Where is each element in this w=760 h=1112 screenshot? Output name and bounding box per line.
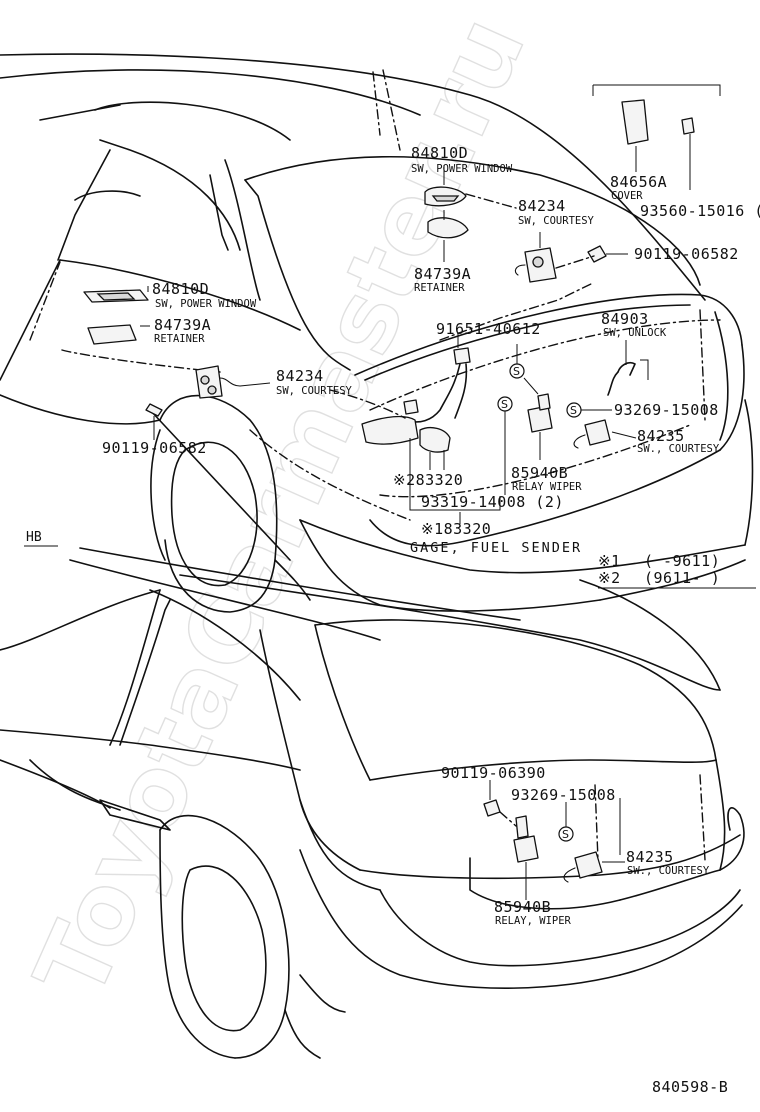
part-number: 84903	[601, 310, 649, 328]
courtesy-switch-84235-top	[584, 419, 611, 446]
part-number: 84234	[276, 367, 324, 385]
part-desc: RELAY WIPER	[512, 481, 582, 493]
part-number: 84235	[637, 427, 685, 445]
bottom-parts: S	[483, 799, 603, 883]
part-number: 84810D	[152, 280, 209, 298]
part-number: ※283320	[393, 471, 463, 489]
screw-93560	[681, 117, 695, 135]
part-desc: SW., COURTESY	[637, 443, 720, 455]
bolt-bottom	[483, 799, 501, 817]
part-desc: SW, POWER WINDOW	[155, 298, 257, 310]
retainer-left	[87, 324, 137, 345]
part-number: 85940B	[511, 464, 568, 482]
part-number: 84739A	[414, 265, 471, 283]
footnote-mark: ※2	[598, 569, 621, 587]
part-number: 85940B	[494, 898, 551, 916]
footnote-range: ( -9611)	[644, 552, 720, 570]
top-labels: 84810D SW, POWER WINDOW 84234 SW, COURTE…	[102, 144, 760, 556]
courtesy-switch-84235-bottom	[574, 851, 603, 879]
part-number: 84234	[518, 197, 566, 215]
part-desc: GAGE, FUEL SENDER	[410, 540, 582, 556]
part-number: 84810D	[411, 144, 468, 162]
svg-text:HB: HB	[26, 530, 42, 545]
part-desc: SW, COURTESY	[518, 215, 595, 227]
fuel-sender-gauge	[361, 415, 419, 445]
part-desc: RETAINER	[414, 282, 465, 294]
part-desc: COVER	[611, 190, 643, 202]
top-car-body	[0, 53, 754, 613]
top-leaders	[140, 84, 721, 524]
svg-text:S: S	[513, 365, 520, 378]
svg-text:S: S	[562, 828, 569, 841]
bolt-left	[145, 403, 163, 417]
footnote-mark: ※1	[598, 552, 621, 570]
part-desc: SW, UNLOCK	[603, 327, 667, 339]
cover-84656a	[621, 99, 649, 145]
part-number: 90119-06582	[102, 439, 207, 457]
svg-text:S: S	[501, 398, 508, 411]
part-number: 90119-06582	[634, 245, 739, 263]
relay-wiper-bottom	[513, 835, 539, 863]
part-number: 93319-14008 (2)	[421, 493, 564, 511]
harness-connector	[453, 347, 471, 365]
s-symbol: S	[509, 363, 525, 379]
part-number: 84235	[626, 848, 674, 866]
top-parts: S S S	[83, 99, 695, 453]
part-number: 91651-40612	[436, 320, 541, 338]
s-symbol: S	[566, 402, 582, 418]
figure-reference: 840598-B	[652, 1078, 728, 1096]
part-desc: SW, COURTESY	[276, 385, 353, 397]
part-desc: SW., COURTESY	[627, 865, 710, 877]
s-symbol: S	[558, 826, 574, 842]
s-symbol: S	[497, 396, 513, 412]
part-number: 84739A	[154, 316, 211, 334]
bottom-car-body	[0, 547, 745, 1059]
part-desc: RELAY, WIPER	[495, 915, 572, 927]
part-number: 93269-15008	[614, 401, 719, 419]
bottom-leaders	[489, 780, 625, 900]
part-number: 90119-06390	[441, 764, 546, 782]
retainer-right	[427, 217, 469, 239]
footnotes: ※1 ( -9611) ※2 (9611- )	[598, 552, 756, 589]
part-number: 93560-15016 (4	[640, 202, 760, 220]
part-desc: SW, POWER WINDOW	[411, 163, 513, 175]
part-number: 84656A	[610, 173, 667, 191]
svg-text:S: S	[570, 404, 577, 417]
part-desc: RETAINER	[154, 333, 205, 345]
section-label-hb: HB	[24, 530, 58, 547]
bottom-labels: 90119-06390 93269-15008 84235 SW., COURT…	[441, 764, 710, 927]
fuel-sender-2	[419, 427, 451, 453]
bolt-right	[587, 245, 607, 263]
part-number: 93269-15008	[511, 786, 616, 804]
part-number: ※183320	[421, 520, 491, 538]
footnote-range: (9611- )	[644, 569, 720, 587]
